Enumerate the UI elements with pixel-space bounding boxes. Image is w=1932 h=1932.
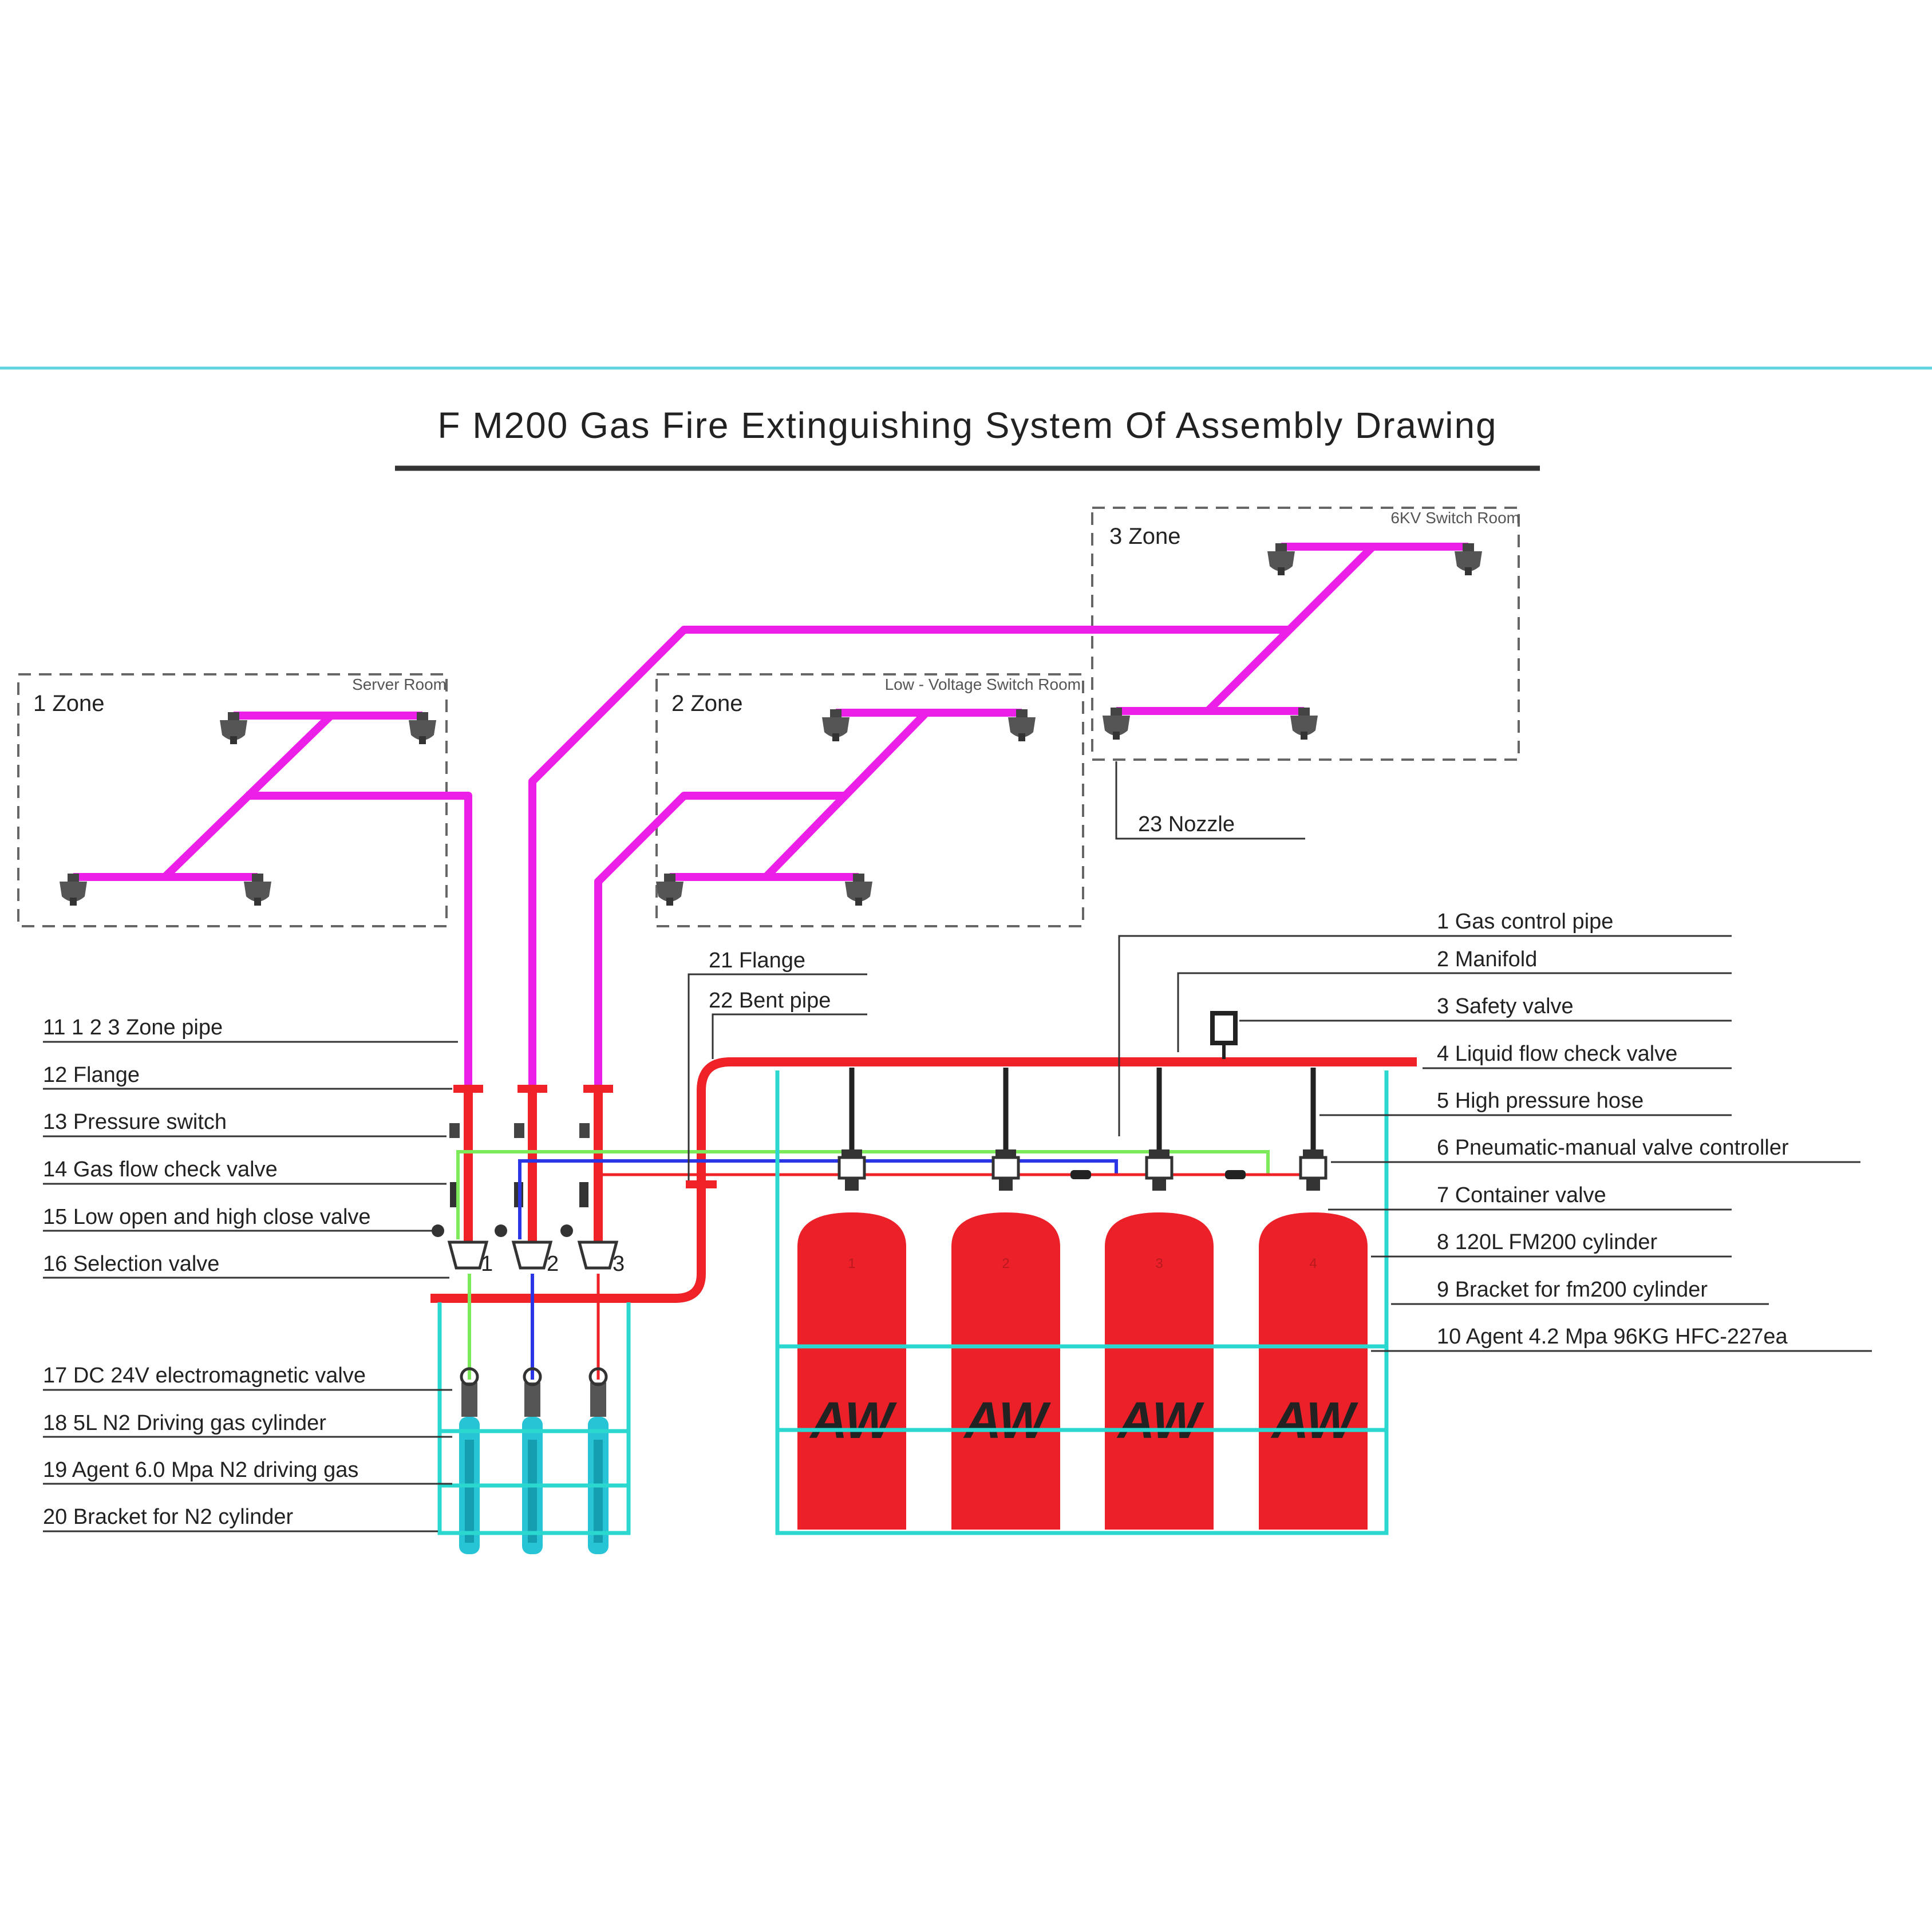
fm200-cylinder: 2 AW [951,1149,1060,1530]
callout-5: 5 High pressure hose [1437,1089,1643,1113]
n2-cylinder-rack [437,1302,631,1554]
fm200-cylinder: 3 AW [1105,1149,1214,1530]
fm200-cylinder: 1 AW [797,1149,906,1530]
cylinder-logo: AW [963,1392,1052,1449]
cylinder-logo: AW [809,1392,898,1449]
callout-18: 18 5L N2 Driving gas cylinder [43,1411,326,1435]
selection-valve-number-1: 1 [481,1252,493,1276]
zone-1-label: 1 Zone [33,691,105,716]
cylinder-number: 2 [1002,1256,1009,1271]
callout-20: 20 Bracket for N2 cylinder [43,1505,294,1529]
manifold [430,1011,1417,1303]
callout-22: 22 Bent pipe [709,989,831,1013]
right-callouts: 1 Gas control pipe 2 Manifold 3 Safety v… [1118,910,1872,1352]
n2-cylinder [588,1369,609,1554]
callout-9: 9 Bracket for fm200 cylinder [1437,1278,1708,1302]
nozzles [60,543,1482,906]
cylinder-number: 4 [1309,1256,1317,1271]
cylinder-logo: AW [1117,1392,1205,1449]
gas-control-pipes [456,1150,1305,1380]
callout-17: 17 DC 24V electromagnetic valve [43,1364,366,1388]
callout-12: 12 Flange [43,1063,140,1087]
zone-2-room: Low - Voltage Switch Room [885,675,1081,693]
callout-2: 2 Manifold [1437,947,1537,971]
zone-2-box: 2 Zone Low - Voltage Switch Room [655,673,1084,927]
zone-3-label: 3 Zone [1109,524,1181,549]
callout-15: 15 Low open and high close valve [43,1205,371,1229]
cylinder-logo: AW [1271,1392,1359,1449]
callout-8: 8 120L FM200 cylinder [1437,1230,1657,1254]
zone-1-box: 1 Zone Server Room [17,673,448,927]
callout-14: 14 Gas flow check valve [43,1157,278,1182]
callout-6: 6 Pneumatic-manual valve controller [1437,1136,1789,1160]
n2-cylinder [522,1369,543,1554]
cylinder-number: 1 [848,1256,855,1271]
callout-3: 3 Safety valve [1437,994,1574,1018]
callout-21: 21 Flange [709,949,805,973]
zone-pipes [73,543,1468,1091]
zone-1-room: Server Room [352,675,447,693]
fm200-cylinders: 1 AW 2 AW 3 AW 4 AW [775,1070,1389,1535]
selection-pipes: 1 2 3 [432,1085,625,1276]
diagram-title: F M200 Gas Fire Extinguishing System Of … [437,405,1497,446]
callout-4: 4 Liquid flow check valve [1437,1042,1677,1066]
callout-1: 1 Gas control pipe [1437,910,1613,934]
callout-16: 16 Selection valve [43,1252,219,1276]
zone-3-box: 3 Zone 6KV Switch Room [1091,507,1520,761]
zone-3-room: 6KV Switch Room [1390,509,1520,527]
selection-valve-number-3: 3 [613,1252,625,1276]
zone-2-label: 2 Zone [671,691,743,716]
callout-11: 11 1 2 3 Zone pipe [43,1016,223,1040]
callout-7: 7 Container valve [1437,1183,1606,1207]
callout-19: 19 Agent 6.0 Mpa N2 driving gas [43,1458,358,1482]
cylinder-number: 3 [1155,1256,1163,1271]
callout-23: 23 Nozzle [1138,812,1235,836]
callout-13: 13 Pressure switch [43,1110,227,1134]
callout-10: 10 Agent 4.2 Mpa 96KG HFC-227ea [1437,1325,1788,1349]
n2-cylinder [459,1369,480,1554]
left-callouts: 11 1 2 3 Zone pipe 12 Flange 13 Pressure… [43,1016,458,1532]
fm200-cylinder: 4 AW [1259,1149,1368,1530]
middle-callouts: 21 Flange 22 Bent pipe 23 Nozzle [688,761,1305,1180]
selection-valve-number-2: 2 [547,1252,559,1276]
